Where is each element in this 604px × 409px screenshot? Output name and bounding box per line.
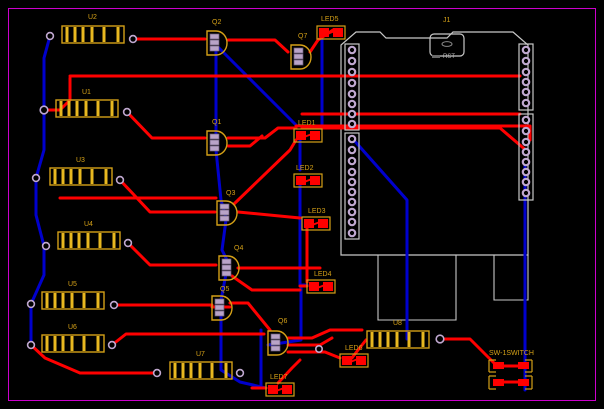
reset-button[interactable]	[429, 33, 465, 58]
via	[31, 173, 41, 183]
component-U7	[169, 361, 233, 380]
via	[314, 344, 323, 353]
label-LED5: LED5	[321, 16, 339, 23]
component-LED4	[306, 279, 336, 294]
label-J1: J1	[443, 17, 451, 24]
component-LED3	[301, 216, 331, 231]
label-U1: U1	[82, 89, 91, 96]
label-SW-1SWITCH: SW-1SWITCH	[489, 350, 534, 357]
via	[128, 34, 138, 44]
label-U2: U2	[88, 14, 97, 21]
label-LED6: LED6	[345, 345, 363, 352]
board-outline	[8, 8, 596, 401]
label-RST: RST	[443, 54, 455, 60]
via	[152, 368, 162, 378]
label-LED3: LED3	[308, 208, 326, 215]
label-Q3: Q3	[226, 190, 236, 197]
label-U8: U8	[393, 320, 402, 327]
component-U5	[41, 291, 105, 310]
component-SW-1SWITCH[interactable]	[488, 359, 533, 390]
via	[41, 241, 51, 251]
label-Q5: Q5	[220, 286, 230, 293]
component-LED7	[265, 382, 295, 397]
label-U7: U7	[196, 351, 205, 358]
component-Q2	[206, 30, 228, 56]
label-U3: U3	[76, 157, 85, 164]
component-U4	[57, 231, 121, 250]
via	[26, 340, 36, 350]
arduino-shield-outline	[340, 31, 529, 256]
component-LED1	[293, 128, 323, 143]
via	[435, 334, 445, 344]
top-layer-traces	[29, 28, 532, 390]
via	[26, 299, 36, 309]
label-U6: U6	[68, 324, 77, 331]
label-Q2: Q2	[212, 19, 222, 26]
component-U1	[55, 99, 119, 118]
label-Q1: Q1	[212, 119, 222, 126]
header-right-bottom	[518, 113, 534, 201]
label-U5: U5	[68, 281, 77, 288]
transistor-group	[206, 30, 312, 356]
via-group	[26, 31, 445, 378]
via	[123, 238, 133, 248]
component-LED5	[316, 25, 346, 40]
via	[45, 31, 55, 41]
component-LED2	[293, 173, 323, 188]
via	[115, 175, 125, 185]
component-LED6	[339, 353, 369, 368]
header-left-top	[344, 43, 360, 131]
label-Q6: Q6	[278, 318, 288, 325]
component-Q6	[267, 330, 289, 356]
label-LED4: LED4	[314, 271, 332, 278]
header-left-bottom	[344, 132, 360, 240]
header-right-top	[518, 43, 534, 111]
shield-connector-cutouts	[377, 255, 529, 321]
label-Q4: Q4	[234, 245, 244, 252]
label-LED2: LED2	[296, 165, 314, 172]
component-Q4	[218, 255, 240, 281]
component-Q3	[216, 200, 238, 226]
via	[109, 300, 119, 310]
pin-header-group	[344, 43, 534, 240]
label-Q7: Q7	[298, 33, 308, 40]
via	[122, 107, 132, 117]
label-LED7: LED7	[270, 374, 288, 381]
component-Q5	[211, 295, 233, 321]
component-U6	[41, 334, 105, 353]
component-U2	[61, 25, 125, 44]
component-U8	[366, 330, 430, 349]
label-U4: U4	[84, 221, 93, 228]
label-LED1: LED1	[298, 120, 316, 127]
via	[39, 105, 49, 115]
component-Q1	[206, 130, 228, 156]
component-Q7	[290, 44, 312, 70]
component-U3	[49, 167, 113, 186]
resistor-group	[41, 25, 430, 380]
via	[235, 368, 245, 378]
via	[107, 340, 117, 350]
led-group	[265, 25, 369, 397]
